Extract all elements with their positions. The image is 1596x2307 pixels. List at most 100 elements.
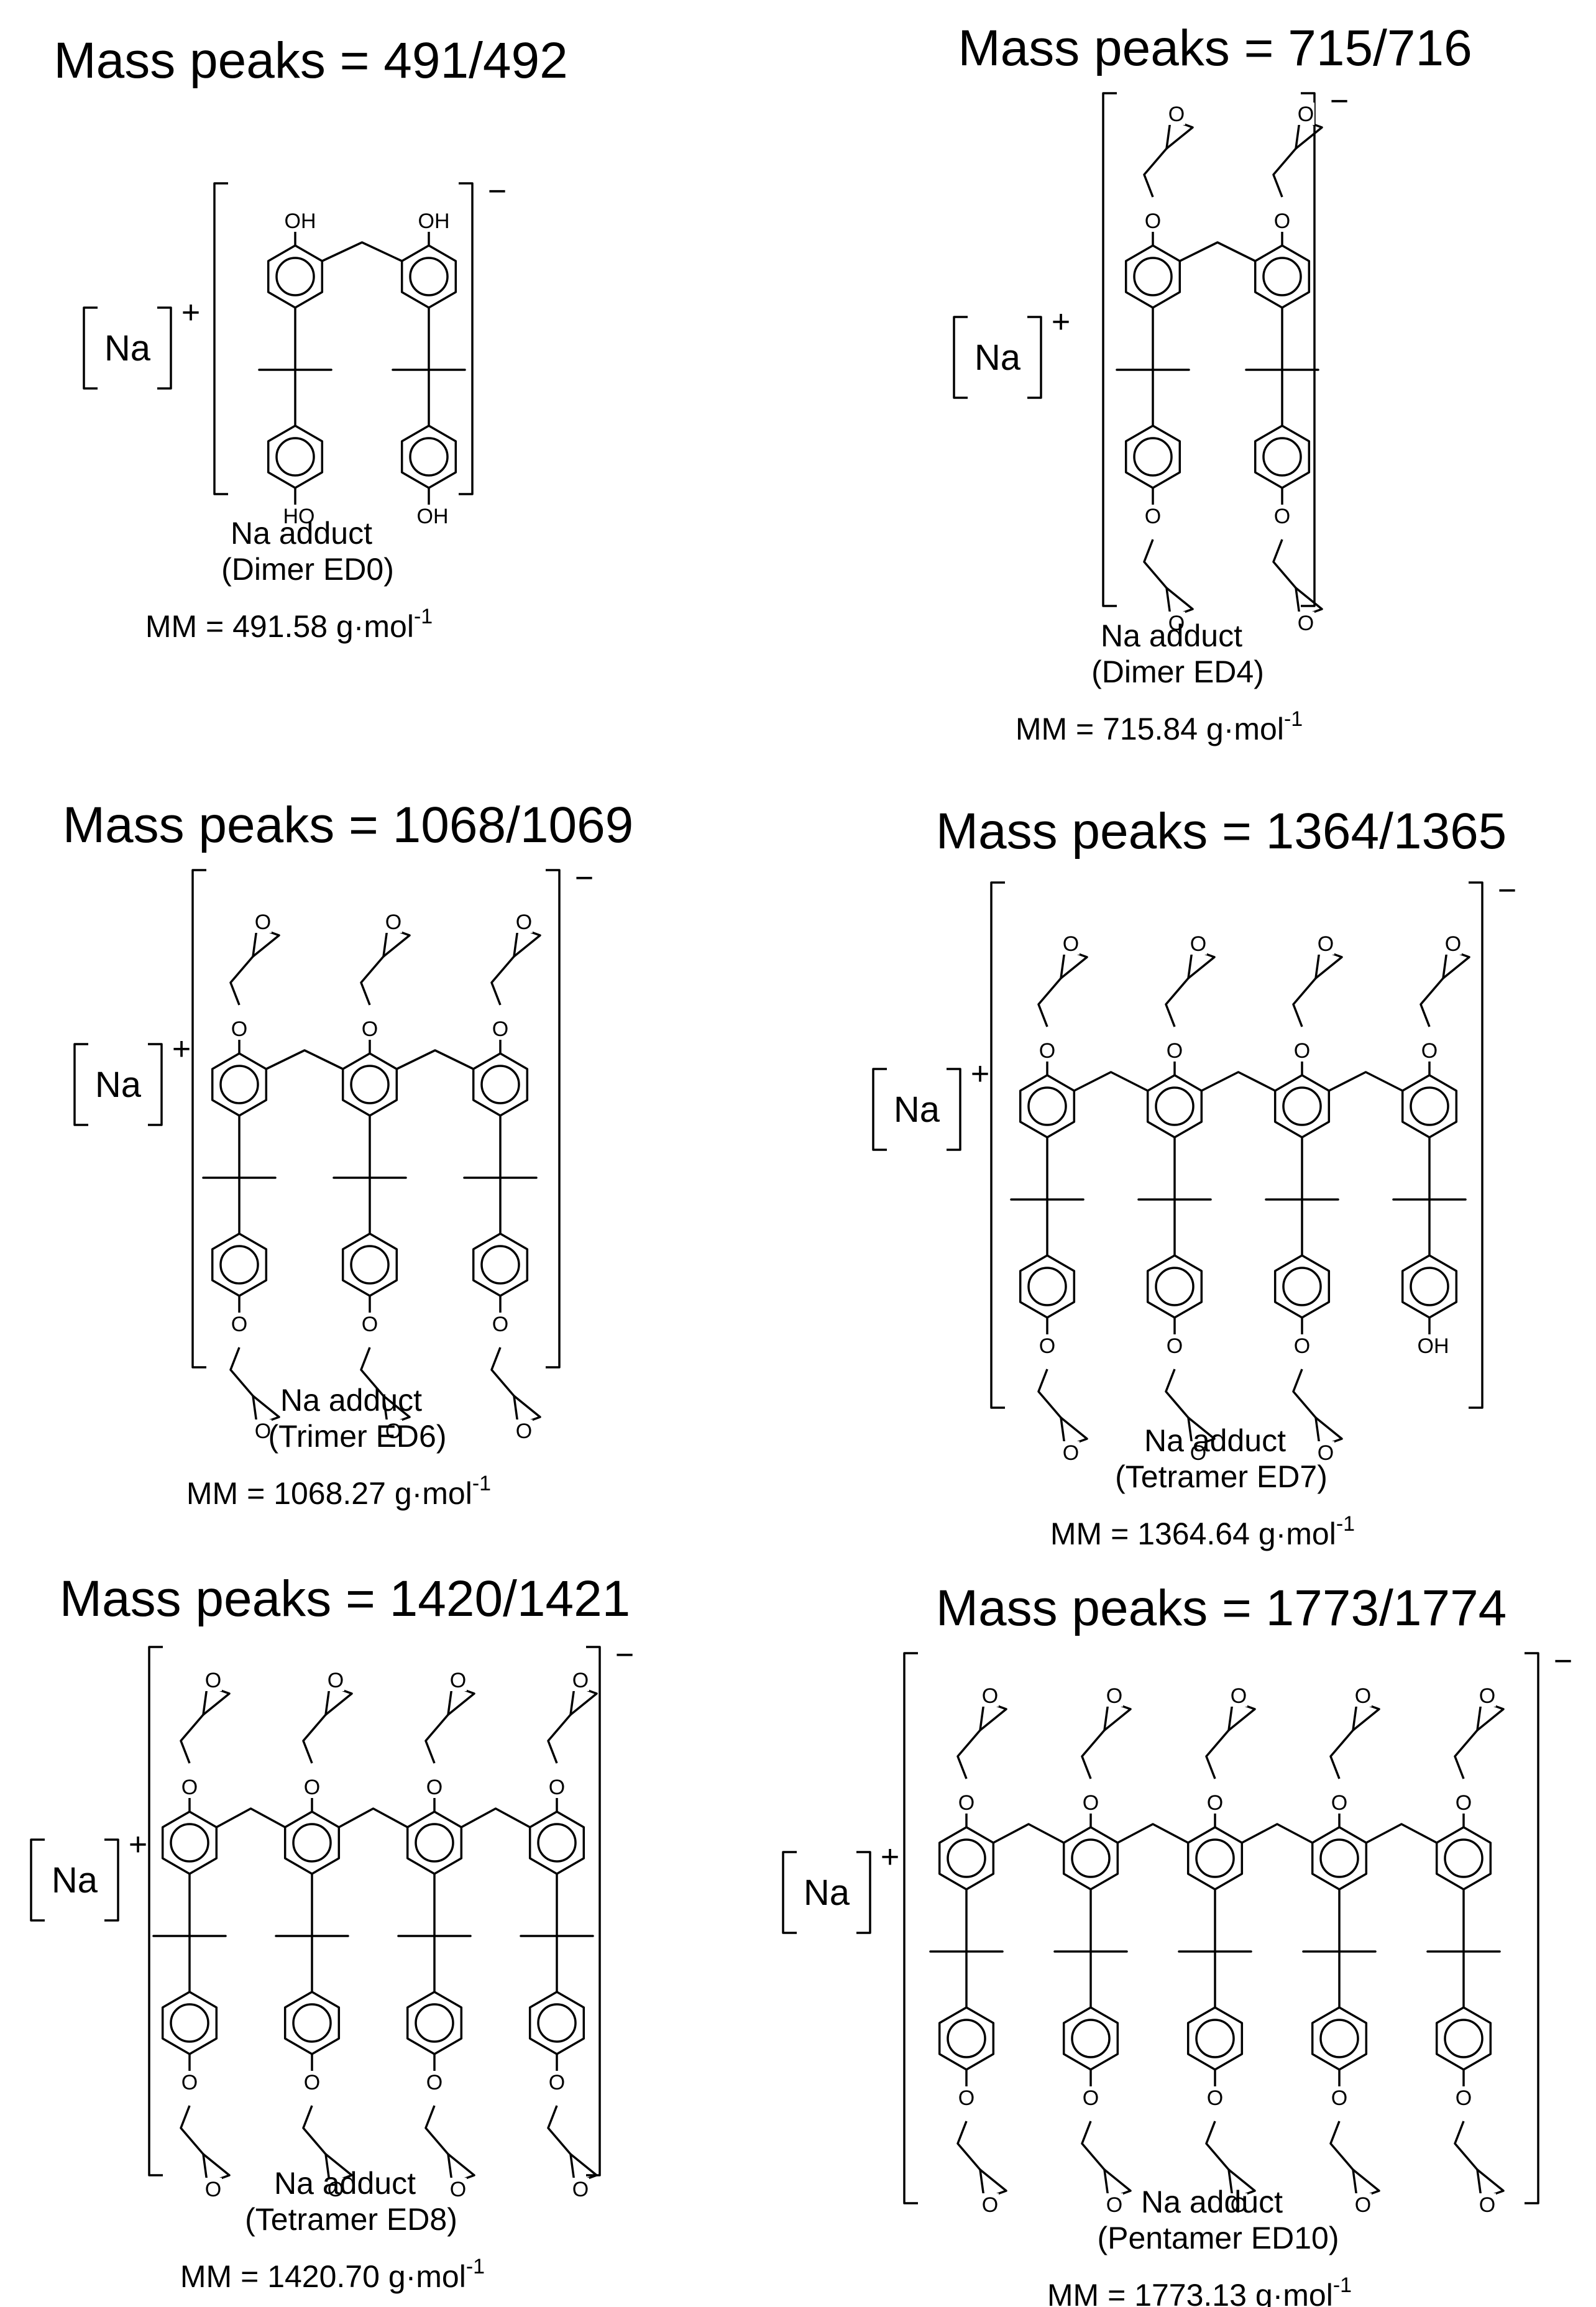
glycidyl-chain [302, 2105, 353, 2176]
aromatic-circle [1410, 1086, 1449, 1126]
cation-charge: + [129, 1827, 147, 1863]
epoxide-bond [1187, 1416, 1193, 1446]
bracket [30, 1838, 45, 1922]
glycidyl-chain [1419, 956, 1470, 1027]
glycidyl-chain [956, 1708, 1007, 1779]
epoxide-bond [1165, 120, 1172, 150]
cation-charge: + [1052, 304, 1070, 340]
epoxide-bond [1352, 2168, 1358, 2198]
atom-mask [204, 1669, 222, 1691]
ether-oxygen: O [1083, 1791, 1099, 1815]
aromatic-circle [537, 1823, 577, 1863]
aromatic-circle [947, 1838, 986, 1878]
ether-oxygen: O [958, 1791, 975, 1815]
adduct-caption: Na adduct [1141, 2185, 1283, 2219]
atom-mask [1354, 1684, 1372, 1707]
aromatic-circle [1195, 1838, 1235, 1878]
aromatic-circle [292, 2003, 332, 2043]
aromatic-circle [415, 2003, 454, 2043]
atom-mask [1293, 1334, 1311, 1357]
atom-mask [492, 1017, 509, 1040]
epoxide-bond [1187, 950, 1193, 979]
epoxide-oxygen: O [205, 1669, 221, 1692]
atom-mask [1421, 1039, 1438, 1062]
atom-mask [1039, 1334, 1056, 1357]
epoxide-bond [382, 928, 388, 958]
panel-5: Mass peaks = 1420/1421Na+−OOOOOOOOOOOOOO… [30, 1571, 634, 2294]
glycidyl-chain [1272, 126, 1323, 198]
molar-mass: MM = 1420.70 g·mol-1 [180, 2255, 485, 2294]
ether-oxygen: O [1331, 2086, 1347, 2110]
epoxide-bond [569, 2153, 576, 2183]
methylene-bridge [1179, 241, 1256, 262]
methylene-bridge [1365, 1823, 1438, 1844]
bracket [990, 881, 1005, 1409]
atom-mask [385, 1420, 402, 1442]
methylene-bridge [461, 1807, 531, 1828]
aromatic-circle [1071, 1838, 1111, 1878]
atom-mask [1206, 2086, 1224, 2109]
atom-mask [361, 1017, 378, 1040]
atom-mask [1206, 1791, 1224, 1814]
molar-mass-exponent: -1 [1336, 1512, 1355, 1536]
atom-mask [1062, 1441, 1080, 1464]
epoxide-bond [1442, 950, 1448, 979]
glycidyl-chain [302, 1692, 353, 1764]
glycidyl-chain [1454, 1708, 1505, 1779]
sodium-label: Na [52, 1860, 98, 1901]
atom-mask [231, 1017, 248, 1040]
methylene-bridge [1073, 1071, 1149, 1092]
atom-mask [254, 910, 272, 933]
epoxide-bond [202, 1686, 208, 1716]
bracket [1469, 881, 1484, 1409]
epoxide-oxygen: O [1318, 1441, 1334, 1465]
glycidyl-chain [1205, 2121, 1256, 2192]
atom-mask [290, 505, 308, 527]
atom-mask [1230, 2193, 1247, 2216]
sodium-label: Na [894, 1089, 940, 1130]
bracket [148, 1043, 163, 1126]
glycidyl-chain [180, 2105, 231, 2176]
aromatic-circle [947, 2019, 986, 2058]
epoxide-bond [252, 1395, 258, 1424]
species-caption: (Dimer ED0) [221, 552, 394, 587]
aromatic-circle [1027, 1086, 1067, 1126]
aromatic-circle [1444, 1838, 1484, 1878]
atom-mask [1144, 505, 1162, 527]
epoxide-bond [1227, 2168, 1234, 2198]
atom-mask [449, 1669, 467, 1691]
bracket [213, 182, 228, 495]
ether-oxygen: O [1207, 1791, 1223, 1815]
glycidyl-chain [547, 1692, 598, 1764]
epoxide-oxygen: O [328, 1669, 344, 1692]
mass-peaks-title: Mass peaks = 715/716 [958, 20, 1472, 76]
epoxide-bond [447, 2153, 453, 2183]
anion-charge: − [1330, 83, 1349, 119]
bracket [1102, 92, 1117, 607]
epoxide-oxygen: O [385, 1420, 401, 1443]
atom-mask [291, 209, 309, 232]
epoxide-bond [447, 1686, 453, 1716]
epoxide-bond [979, 1702, 985, 1731]
epoxide-oxygen: O [255, 910, 271, 934]
bracket [104, 1838, 119, 1922]
glycidyl-chain [1081, 1708, 1132, 1779]
atom-mask [327, 1669, 344, 1691]
epoxide-oxygen: O [1106, 2193, 1122, 2217]
molar-mass: MM = 1364.64 g·mol-1 [1050, 1512, 1355, 1551]
atom-mask [1479, 2193, 1496, 2216]
hydroxyl-group: OH [285, 209, 316, 233]
ether-oxygen: O [362, 1017, 378, 1041]
glycidyl-chain [1272, 539, 1323, 610]
bracket [546, 869, 561, 1369]
adduct-caption: Na adduct [1144, 1423, 1286, 1458]
epoxide-bond [1060, 1416, 1066, 1446]
cation-charge: + [971, 1056, 989, 1092]
atom-mask [1039, 1039, 1056, 1062]
cation-charge: + [181, 295, 200, 331]
